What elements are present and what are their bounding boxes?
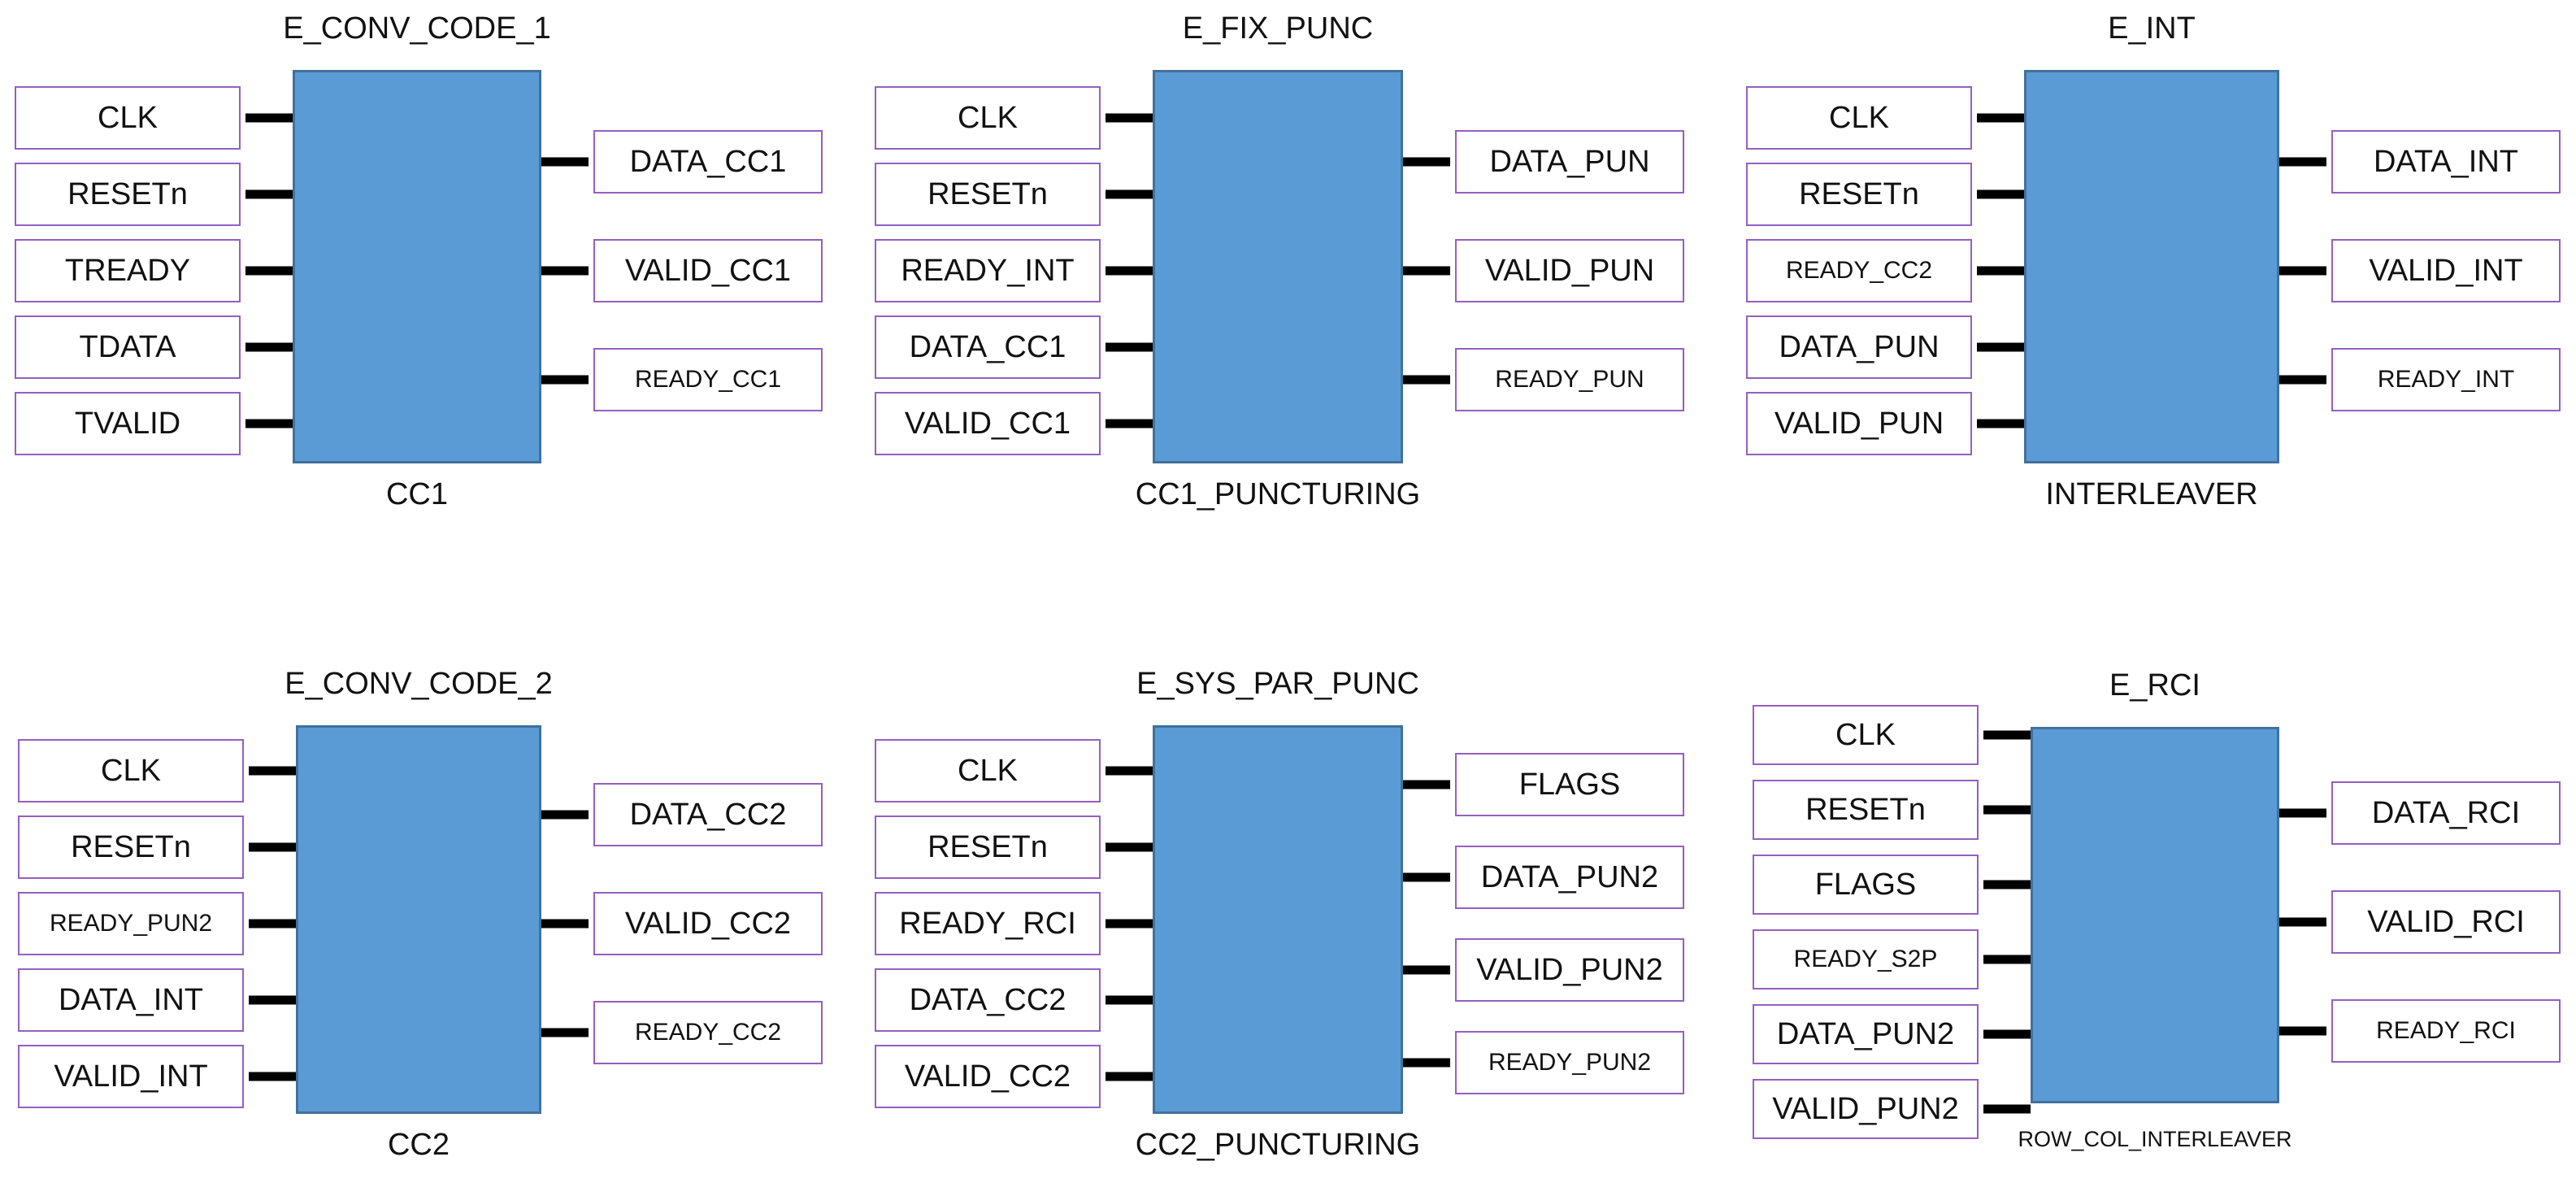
port-box-flags: FLAGS bbox=[1455, 753, 1684, 816]
port-box-resetn: RESETn bbox=[1753, 779, 1979, 840]
entity-instance-name-cc2-puncturing: CC2_PUNCTURING bbox=[1135, 1128, 1421, 1163]
port-box-data-pun: DATA_PUN bbox=[1746, 315, 1972, 379]
port-box-ready-cc2: READY_CC2 bbox=[1746, 239, 1972, 302]
port-box-data-int: DATA_INT bbox=[2331, 130, 2561, 194]
port-box-valid-pun2: VALID_PUN2 bbox=[1455, 938, 1684, 1002]
port-box-tready: TREADY bbox=[15, 239, 241, 302]
port-box-clk: CLK bbox=[1753, 704, 1979, 765]
entity-instance-name-row-col-interleaver: ROW_COL_INTERLEAVER bbox=[2018, 1127, 2292, 1152]
entity-instance-name-cc1: CC1 bbox=[385, 477, 449, 512]
entity-center: E_CONV_CODE_2 CC2 bbox=[244, 667, 593, 1164]
port-box-ready-cc2: READY_CC2 bbox=[593, 1001, 823, 1064]
port-box-valid-rci: VALID_RCI bbox=[2331, 889, 2561, 954]
entity-title-e-rci: E_RCI bbox=[2109, 668, 2200, 702]
port-box-ready-cc1: READY_CC1 bbox=[593, 348, 823, 411]
output-ports-column: DATA_PUN VALID_PUN READY_PUN bbox=[1455, 11, 1684, 514]
port-box-resetn: RESETn bbox=[18, 815, 244, 879]
entity-title-e-int: E_INT bbox=[2108, 11, 2196, 46]
entity-body-rect-e-fix-punc bbox=[1153, 70, 1403, 463]
port-box-ready-pun: READY_PUN bbox=[1455, 348, 1684, 411]
entity-center: E_FIX_PUNC CC1_PUNCTURING bbox=[1101, 11, 1455, 514]
port-box-clk: CLK bbox=[15, 86, 241, 150]
output-ports-column: DATA_INT VALID_INT READY_INT bbox=[2331, 11, 2561, 514]
port-box-clk: CLK bbox=[18, 739, 244, 802]
port-box-data-pun2: DATA_PUN2 bbox=[1455, 846, 1684, 909]
entity-instance-name-cc2: CC2 bbox=[387, 1128, 450, 1163]
port-box-valid-cc2: VALID_CC2 bbox=[875, 1045, 1101, 1108]
port-box-valid-pun2: VALID_PUN2 bbox=[1753, 1078, 1979, 1139]
entity-body-rect-e-sys-par-punc bbox=[1153, 725, 1403, 1114]
port-box-valid-pun: VALID_PUN bbox=[1455, 239, 1684, 302]
port-box-data-pun2: DATA_PUN2 bbox=[1753, 1003, 1979, 1064]
port-box-resetn: RESETn bbox=[1746, 163, 1972, 226]
port-box-ready-s2p: READY_S2P bbox=[1753, 929, 1979, 989]
entity-body-rect-e-rci bbox=[2031, 727, 2279, 1103]
port-box-clk: CLK bbox=[875, 86, 1101, 150]
port-box-ready-rci: READY_RCI bbox=[875, 892, 1101, 955]
port-box-valid-int: VALID_INT bbox=[18, 1045, 244, 1108]
entity-title-e-fix-punc: E_FIX_PUNC bbox=[1182, 11, 1374, 46]
port-box-flags: FLAGS bbox=[1753, 854, 1979, 915]
port-box-valid-cc1: VALID_CC1 bbox=[875, 392, 1101, 455]
entity-center: E_INT INTERLEAVER bbox=[1972, 11, 2331, 514]
port-box-tvalid: TVALID bbox=[15, 392, 241, 455]
entity-center: E_SYS_PAR_PUNC CC2_PUNCTURING bbox=[1101, 667, 1455, 1164]
port-box-ready-rci: READY_RCI bbox=[2331, 998, 2561, 1063]
port-box-ready-int: READY_INT bbox=[2331, 348, 2561, 411]
port-box-resetn: RESETn bbox=[875, 815, 1101, 879]
output-ports-column: DATA_RCI VALID_RCI READY_RCI bbox=[2331, 668, 2561, 1159]
port-box-ready-pun2: READY_PUN2 bbox=[1455, 1031, 1684, 1094]
entity-body-rect-e-conv-code-1 bbox=[293, 70, 541, 463]
port-box-clk: CLK bbox=[875, 739, 1101, 802]
port-box-resetn: RESETn bbox=[15, 163, 241, 226]
port-box-clk: CLK bbox=[1746, 86, 1972, 150]
entity-title-e-conv-code-2: E_CONV_CODE_2 bbox=[285, 667, 553, 701]
port-box-data-rci: DATA_RCI bbox=[2331, 781, 2561, 845]
entity-title-e-conv-code-1: E_CONV_CODE_1 bbox=[283, 11, 551, 46]
port-box-data-pun: DATA_PUN bbox=[1455, 130, 1684, 194]
port-box-data-cc1: DATA_CC1 bbox=[875, 315, 1101, 379]
port-box-valid-pun: VALID_PUN bbox=[1746, 392, 1972, 455]
entity-center: E_CONV_CODE_1 CC1 bbox=[241, 11, 593, 514]
port-box-data-cc2: DATA_CC2 bbox=[593, 783, 823, 846]
port-box-resetn: RESETn bbox=[875, 163, 1101, 226]
port-box-data-cc2: DATA_CC2 bbox=[875, 968, 1101, 1032]
entity-title-e-sys-par-punc: E_SYS_PAR_PUNC bbox=[1136, 667, 1419, 701]
port-box-data-cc1: DATA_CC1 bbox=[593, 130, 823, 194]
port-box-valid-cc1: VALID_CC1 bbox=[593, 239, 823, 302]
port-box-valid-int: VALID_INT bbox=[2331, 239, 2561, 302]
entity-instance-name-interleaver: INTERLEAVER bbox=[2045, 477, 2258, 512]
port-box-ready-int: READY_INT bbox=[875, 239, 1101, 302]
port-box-tdata: TDATA bbox=[15, 315, 241, 379]
port-box-data-int: DATA_INT bbox=[18, 968, 244, 1032]
entity-center: E_RCI ROW_COL_INTERLEAVER bbox=[1979, 668, 2331, 1159]
entity-body-rect-e-int bbox=[2024, 70, 2279, 463]
port-box-ready-pun2: READY_PUN2 bbox=[18, 892, 244, 955]
entity-instance-name-cc1-puncturing: CC1_PUNCTURING bbox=[1135, 477, 1421, 512]
port-box-valid-cc2: VALID_CC2 bbox=[593, 892, 823, 955]
entity-body-rect-e-conv-code-2 bbox=[296, 725, 541, 1114]
